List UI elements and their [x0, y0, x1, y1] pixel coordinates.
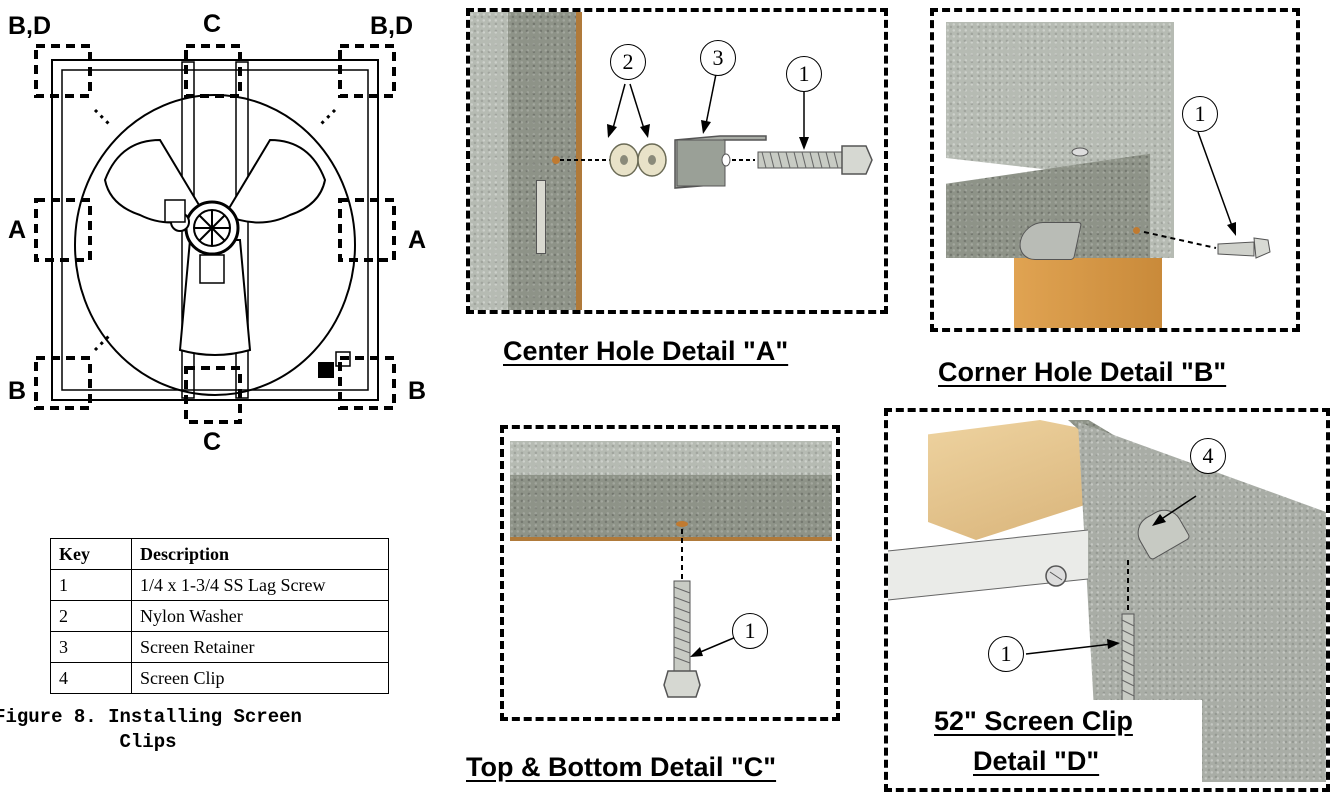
hole [552, 156, 560, 164]
key-table: Key Description 1 1/4 x 1-3/4 SS Lag Scr… [50, 538, 389, 694]
slot [536, 180, 546, 254]
wood-edge [510, 537, 832, 541]
label-b-left: B [8, 377, 27, 405]
hole [676, 521, 688, 527]
detail-a-title: Center Hole Detail "A" [503, 336, 789, 366]
table-row: 1 1/4 x 1-3/4 SS Lag Screw [50, 569, 389, 601]
key-header: Key [50, 538, 132, 570]
detail-d-title-bg [930, 700, 1202, 786]
description-cell: Screen Retainer [131, 631, 389, 663]
hole [1133, 227, 1140, 234]
detail-d-title-line1: 52" Screen Clip [934, 706, 1133, 736]
label-b-right: B [408, 377, 427, 405]
detail-c-frame: 1 [500, 425, 840, 721]
detail-b-parts [1071, 131, 1271, 259]
panel-side [1150, 22, 1174, 258]
panel-top-strip [510, 441, 832, 475]
label-bd-left: B,D [8, 12, 52, 40]
detail-c-parts [663, 529, 737, 698]
detail-a-callout-1: 1 [786, 56, 822, 92]
description-cell: 1/4 x 1-3/4 SS Lag Screw [131, 569, 389, 601]
detail-d-callout-4: 4 [1190, 438, 1226, 474]
fan-drawing [34, 44, 396, 424]
fan-overview: B,D C B,D A A B B C [0, 0, 440, 460]
table-row: 2 Nylon Washer [50, 600, 389, 632]
key-cell: 3 [50, 631, 132, 663]
panel-edge [510, 475, 832, 537]
key-cell: 1 [50, 569, 132, 601]
figure-caption-line1: Figure 8. Installing Screen [0, 706, 302, 728]
description-header: Description [131, 538, 389, 570]
detail-b-illustration: 1 [934, 12, 1296, 328]
detail-a-illustration: 2 3 1 [470, 12, 884, 310]
detail-d-title-line2: Detail "D" [973, 746, 1100, 776]
key-cell: 4 [50, 662, 132, 694]
detail-d-callout-1: 1 [988, 636, 1024, 672]
label-c-top: C [203, 10, 222, 38]
figure-caption: Figure 8. Installing Screen Clips [0, 705, 308, 755]
detail-a-frame: 2 3 1 [466, 8, 888, 314]
detail-a-parts [560, 73, 873, 189]
wall-panel-face [470, 12, 508, 310]
detail-a-callout-3: 3 [700, 40, 736, 76]
label-a-right: A [408, 226, 427, 254]
detail-c-callout-1: 1 [732, 613, 768, 649]
table-row: 4 Screen Clip [50, 662, 389, 694]
detail-c-illustration: 1 [504, 429, 836, 717]
label-bd-right: B,D [370, 12, 414, 40]
label-c-bottom: C [203, 428, 222, 456]
wood-post [1014, 258, 1162, 328]
detail-b-title: Corner Hole Detail "B" [938, 357, 1227, 387]
detail-b-frame: 1 [930, 8, 1300, 332]
detail-c-title: Top & Bottom Detail "C" [466, 752, 777, 782]
panel-top [946, 22, 1156, 182]
wood-edge [576, 12, 582, 310]
figure-caption-line2: Clips [119, 731, 177, 753]
detail-a-callout-2: 2 [610, 44, 646, 80]
description-cell: Screen Clip [131, 662, 389, 694]
wall-panel-edge [508, 12, 576, 310]
key-cell: 2 [50, 600, 132, 632]
description-cell: Nylon Washer [131, 600, 389, 632]
key-table-header: Key Description [50, 538, 389, 570]
label-a-left: A [8, 216, 27, 244]
table-row: 3 Screen Retainer [50, 631, 389, 663]
detail-b-callout-1: 1 [1182, 96, 1218, 132]
